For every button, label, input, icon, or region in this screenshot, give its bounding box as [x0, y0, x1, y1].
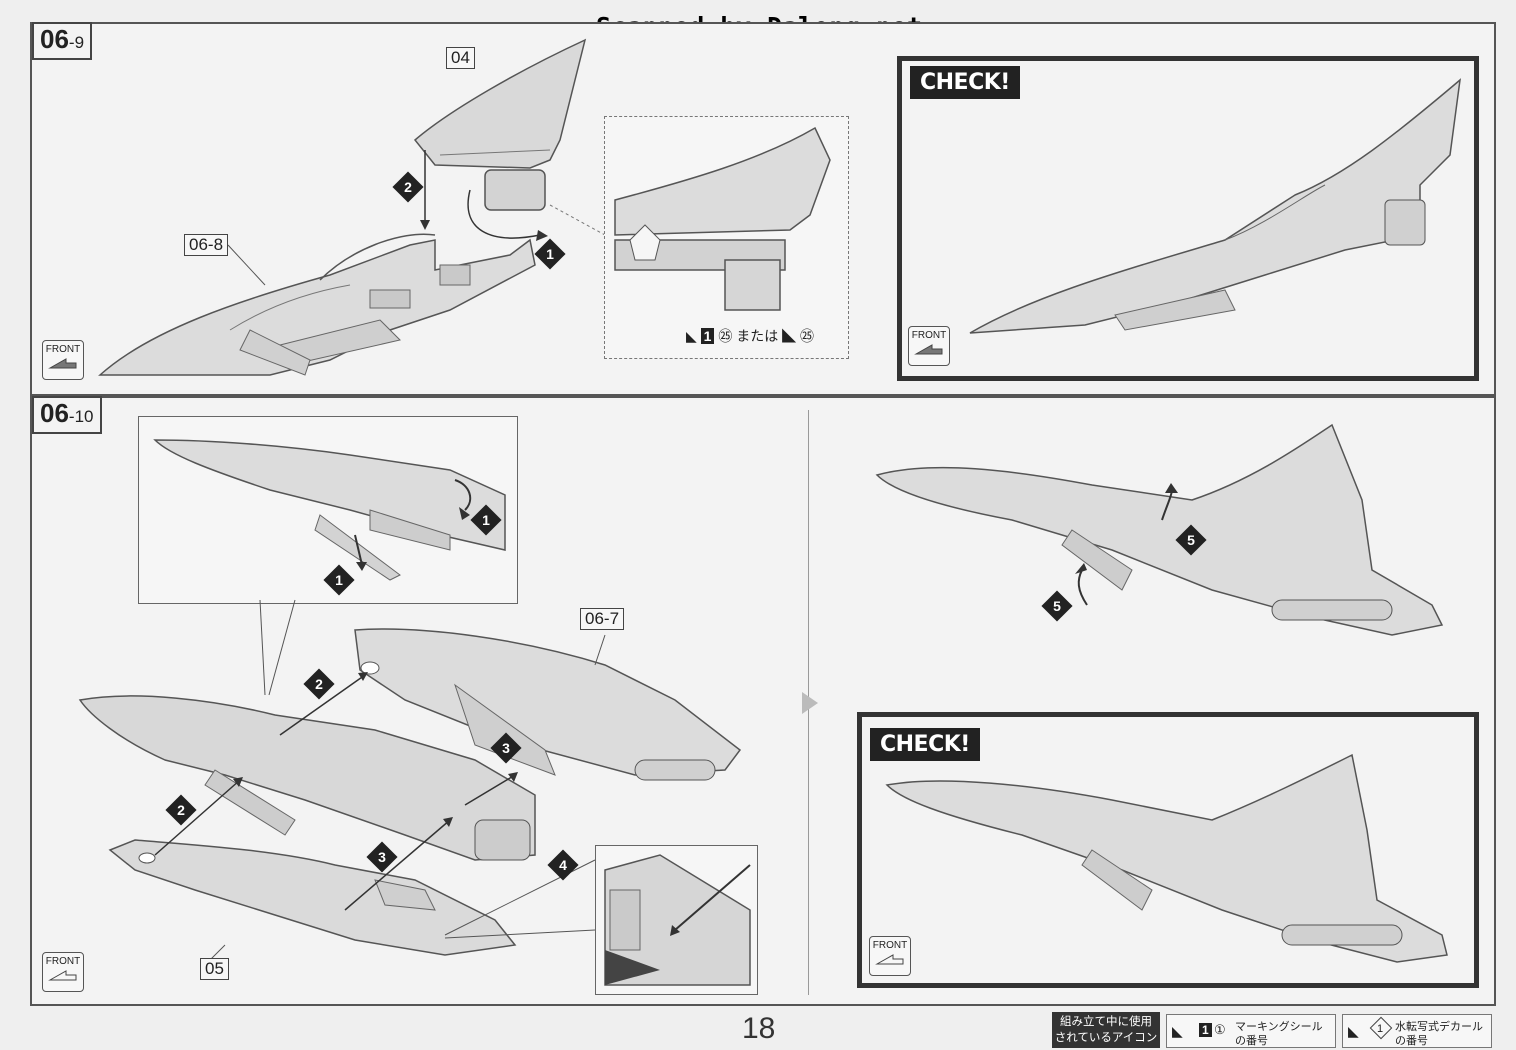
check-badge-bottom: CHECK! [870, 728, 980, 761]
decal-legend-icon: ◣ [1348, 1023, 1359, 1039]
decal-label-1: 水転写式デカール [1395, 1021, 1483, 1033]
result-illustration-06-10 [875, 423, 1444, 636]
part-tag-06-8: 06-8 [184, 234, 229, 256]
step-number-text: 2 [177, 802, 185, 818]
step-number-text: 3 [502, 740, 510, 756]
step-number-1c: 1 [323, 564, 355, 596]
page-number: 18 [742, 1012, 776, 1045]
step-number-text: 2 [315, 676, 323, 692]
front-label: FRONT [45, 344, 81, 355]
decal-note: ◣ 1 ㉕ または ◣ ㉕ [686, 326, 814, 346]
step-number-text: 3 [378, 849, 386, 865]
step-number-text: 2 [404, 179, 412, 195]
decal-legend-number: 1 [1377, 1023, 1384, 1035]
step-number-3b: 3 [366, 841, 398, 873]
step-number-2c: 2 [165, 794, 197, 826]
check-illustration-bottom [885, 753, 1448, 963]
step-number-1b: 1 [470, 504, 502, 536]
step-number-2b: 2 [303, 668, 335, 700]
front-arrow-icon [914, 344, 943, 355]
step-number-2: 2 [392, 171, 424, 203]
check-badge-top: CHECK! [910, 66, 1020, 99]
sticker-number: 1 [1199, 1023, 1212, 1037]
front-indicator-check-bottom: FRONT [869, 936, 911, 976]
legend-title-line1: 組み立て中に使用 [1060, 1016, 1152, 1028]
step-number-text: 1 [546, 246, 554, 262]
front-indicator-bottom: FRONT [42, 952, 84, 992]
sticker-label-2: の番号 [1235, 1035, 1268, 1047]
decal-label-2: の番号 [1395, 1035, 1428, 1047]
legend-title: 組み立て中に使用 されているアイコン [1052, 1012, 1160, 1048]
step-number-text: 1 [482, 512, 490, 528]
step-number-5: 5 [1175, 524, 1207, 556]
step-number-4: 4 [547, 849, 579, 881]
inset-illustration-1 [153, 439, 506, 581]
front-label: FRONT [872, 940, 908, 951]
decal-icon: ◣ [686, 328, 697, 344]
front-indicator: FRONT [42, 340, 84, 380]
front-arrow-outline-icon [48, 970, 77, 981]
step-number-1: 1 [534, 238, 566, 270]
step-number-text: 1 [335, 572, 343, 588]
sticker-circled: ① [1214, 1022, 1226, 1037]
sticker-icon: ◣ [1172, 1023, 1183, 1039]
step-number-3: 3 [490, 732, 522, 764]
detail-illustration [614, 126, 831, 311]
step-minor: 9 [74, 33, 85, 52]
decal-or: または [736, 328, 779, 344]
step-06-10-label: 06-10 [32, 396, 102, 434]
step-minor: 10 [74, 407, 94, 426]
step-major: 06 [40, 24, 69, 54]
decal-icon-2: ◣ [782, 328, 797, 344]
assembly-illustration-06-9 [98, 38, 606, 376]
step-06-9-label: 06-9 [32, 22, 93, 60]
legend-item-decal: ◣ 1 水転写式デカール の番号 [1342, 1014, 1492, 1048]
next-arrow-icon [802, 692, 818, 714]
sticker-label-1: マーキングシール [1235, 1021, 1323, 1033]
front-label: FRONT [45, 956, 81, 967]
part-tag-05: 05 [200, 958, 229, 980]
front-indicator-check-top: FRONT [908, 326, 950, 366]
part-tag-04: 04 [446, 47, 475, 69]
legend-title-line2: されているアイコン [1054, 1032, 1158, 1044]
step-number-text: 4 [559, 857, 567, 873]
step-number-text: 5 [1053, 598, 1061, 614]
step-number-5b: 5 [1041, 590, 1073, 622]
decal-circled: ㉕ [718, 328, 733, 344]
decal-number: 1 [700, 328, 715, 344]
step-major: 06 [40, 398, 69, 428]
front-label: FRONT [911, 330, 947, 341]
assembly-illustration-06-10 [78, 628, 742, 961]
front-arrow-icon [48, 358, 77, 369]
callout-lines [259, 599, 296, 696]
front-arrow-outline-icon [875, 954, 904, 965]
inset-illustration-2 [604, 854, 751, 986]
legend-item-sticker: ◣ 1 ① マーキングシール の番号 [1166, 1014, 1336, 1048]
step-number-text: 5 [1187, 532, 1195, 548]
part-tag-06-7: 06-7 [580, 608, 625, 630]
decal-circled-2: ㉕ [800, 328, 815, 344]
check-illustration-top [969, 78, 1462, 334]
